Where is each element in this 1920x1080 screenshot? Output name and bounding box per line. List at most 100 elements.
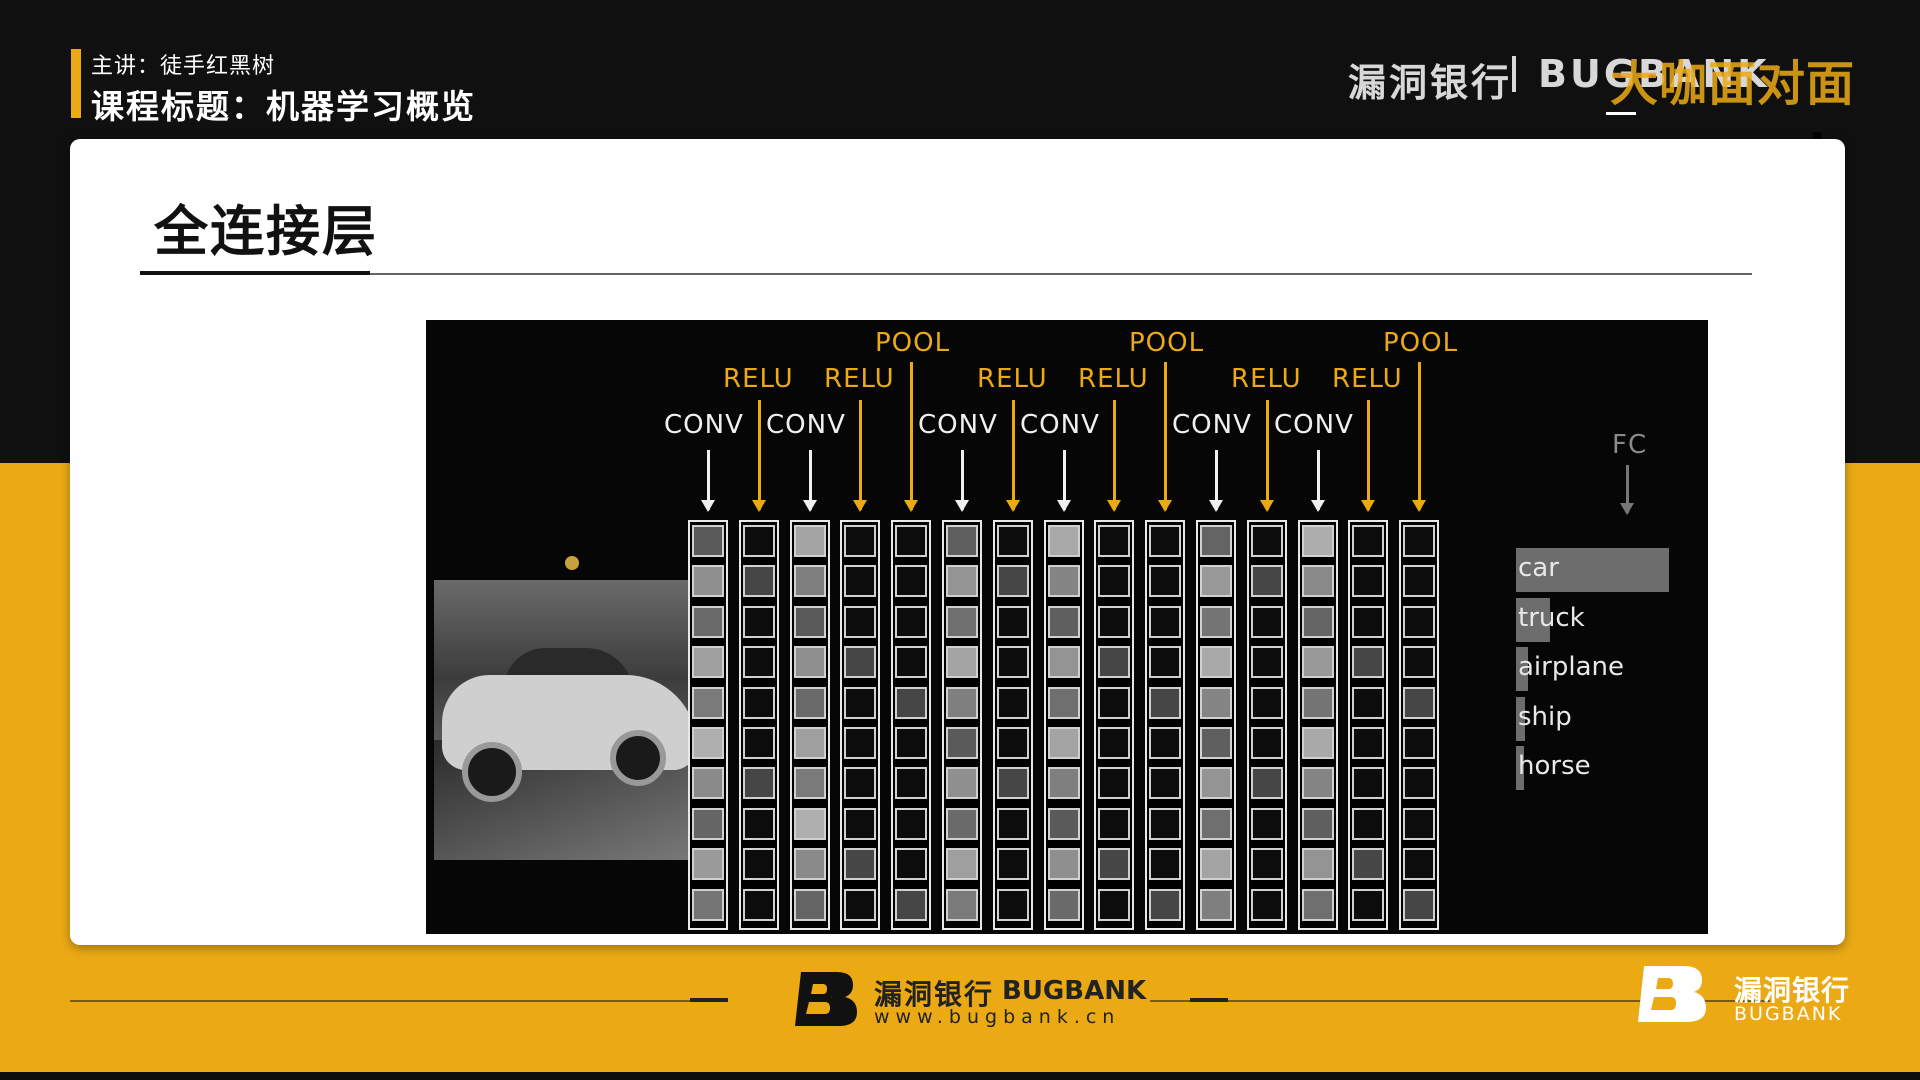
feature-map-cell xyxy=(946,646,978,679)
feature-map-cell xyxy=(743,646,775,679)
feature-map-cell xyxy=(895,848,927,881)
layer-label-conv: CONV xyxy=(1274,410,1354,440)
brand-name-en: BUGBANK xyxy=(1538,52,1770,96)
feature-map-cell xyxy=(743,888,775,921)
feature-map-cell xyxy=(1302,807,1334,840)
feature-map-cell xyxy=(1149,646,1181,679)
feature-map-cell xyxy=(1200,767,1232,800)
feature-map-column xyxy=(891,520,931,930)
layer-label-relu: RELU xyxy=(1078,364,1149,394)
feature-map-cell xyxy=(1352,848,1384,881)
feature-map-cell xyxy=(1302,767,1334,800)
feature-map-cell xyxy=(692,767,724,800)
footer-brand-cn: 漏洞银行 xyxy=(874,978,995,1011)
feature-map-cell xyxy=(692,727,724,759)
layer-arrow-icon xyxy=(1158,362,1172,512)
feature-map-cell xyxy=(1149,888,1181,921)
feature-map-cell xyxy=(997,727,1029,759)
feature-map-cell xyxy=(1251,525,1283,557)
feature-map-cell xyxy=(1048,848,1080,881)
feature-map-cell xyxy=(946,565,978,598)
feature-map-cell xyxy=(1200,646,1232,679)
feature-map-cell xyxy=(692,646,724,679)
feature-map-cell xyxy=(895,767,927,800)
layer-arrow-icon xyxy=(1311,450,1325,512)
feature-map-column xyxy=(790,520,830,930)
prediction-label-car: car xyxy=(1518,553,1559,583)
feature-map-cell xyxy=(1048,605,1080,638)
feature-map-cell xyxy=(1251,727,1283,759)
feature-map-cell xyxy=(895,686,927,719)
feature-map-cell xyxy=(844,565,876,598)
layer-arrow-icon xyxy=(1209,450,1223,512)
feature-map-cell xyxy=(1098,888,1130,921)
feature-map-cell xyxy=(1403,767,1435,800)
corner-brand-cn: 漏洞银行 xyxy=(1734,974,1851,1007)
prediction-label-airplane: airplane xyxy=(1518,652,1624,682)
feature-map-cell xyxy=(1251,848,1283,881)
layer-arrow-icon xyxy=(1260,400,1274,512)
feature-map-cell xyxy=(1403,565,1435,598)
feature-map-cell xyxy=(1200,888,1232,921)
feature-map-cell xyxy=(1098,848,1130,881)
layer-label-pool: POOL xyxy=(1383,328,1459,358)
prediction-bar-ship xyxy=(1516,696,1525,741)
feature-map-cell xyxy=(1149,807,1181,840)
layer-arrow-icon xyxy=(701,450,715,512)
feature-map-cell xyxy=(692,848,724,881)
input-car-image xyxy=(434,580,714,860)
feature-map-cell xyxy=(1149,727,1181,759)
feature-map-cell xyxy=(743,807,775,840)
feature-map-cell xyxy=(1403,807,1435,840)
feature-map-cell xyxy=(946,525,978,557)
slide-title: 全连接层 xyxy=(154,200,378,263)
fc-label: FC xyxy=(1612,430,1648,460)
layer-arrow-icon xyxy=(1361,400,1375,512)
feature-map-cell xyxy=(1251,767,1283,800)
feature-map-cell xyxy=(1149,686,1181,719)
watermark-underline xyxy=(1606,112,1636,115)
title-rule xyxy=(140,273,1752,275)
feature-map-column xyxy=(1094,520,1134,930)
feature-map-cell xyxy=(1251,605,1283,638)
layer-label-conv: CONV xyxy=(918,410,998,440)
presenter-label: 主讲：徒手红黑树 xyxy=(91,54,276,79)
feature-map-cell xyxy=(895,646,927,679)
feature-map-cell xyxy=(743,727,775,759)
feature-map-cell xyxy=(794,646,826,679)
footer-brand-en: BUGBANK xyxy=(1002,976,1147,1006)
feature-map-cell xyxy=(1098,646,1130,679)
feature-map-cell xyxy=(794,727,826,759)
feature-map-column xyxy=(688,520,728,930)
brand-name-cn: 漏洞银行 xyxy=(1348,61,1513,105)
feature-map-cell xyxy=(895,565,927,598)
feature-map-cell xyxy=(1251,565,1283,598)
feature-map-cell xyxy=(997,525,1029,557)
corner-brand-en: BUGBANK xyxy=(1734,1003,1843,1025)
layer-arrow-icon xyxy=(1006,400,1020,512)
feature-map-cell xyxy=(1403,686,1435,719)
bottom-strip xyxy=(0,1072,1920,1080)
feature-map-cell xyxy=(1403,727,1435,759)
footer-dash-right xyxy=(1190,998,1228,1002)
prediction-bar-truck xyxy=(1516,597,1550,642)
feature-map-cell xyxy=(1200,565,1232,598)
feature-map-cell xyxy=(844,807,876,840)
prediction-bar-car xyxy=(1516,548,1669,592)
feature-map-cell xyxy=(1200,807,1232,840)
feature-map-cell xyxy=(946,888,978,921)
feature-map-cell xyxy=(997,848,1029,881)
feature-map-cell xyxy=(1302,888,1334,921)
feature-map-cell xyxy=(794,807,826,840)
feature-map-cell xyxy=(1352,525,1384,557)
feature-map-cell xyxy=(997,767,1029,800)
feature-map-cell xyxy=(844,646,876,679)
prediction-label-ship: ship xyxy=(1518,701,1572,732)
prediction-bar-horse xyxy=(1516,746,1524,790)
feature-map-cell xyxy=(1098,565,1130,598)
feature-map-cell xyxy=(1352,888,1384,921)
footer-rule-left xyxy=(70,1000,690,1002)
feature-map-cell xyxy=(1200,727,1232,759)
layer-label-relu: RELU xyxy=(1231,364,1302,394)
mouse-cursor-icon xyxy=(565,556,579,570)
